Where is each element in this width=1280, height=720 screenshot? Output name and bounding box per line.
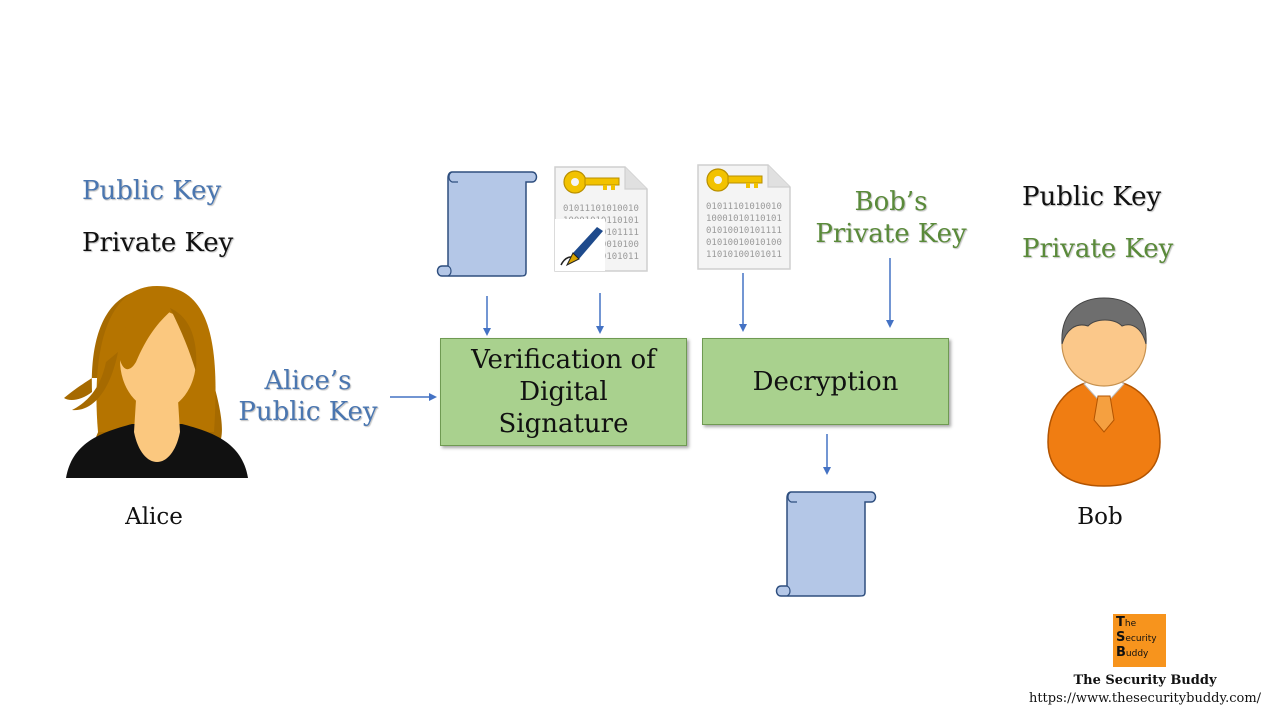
alices-public-key-line2: Public Key bbox=[238, 397, 378, 427]
alice-public-key-label: Public Key bbox=[82, 176, 222, 206]
decryption-label: Decryption bbox=[752, 366, 899, 397]
alice-private-key-label: Private Key bbox=[82, 228, 234, 258]
message-scroll-icon bbox=[436, 171, 538, 277]
bobs-private-key-line2: Private Key bbox=[815, 219, 967, 249]
decryption-box: Decryption bbox=[702, 338, 949, 425]
enc-binary-line-3: 01010010101111 bbox=[706, 226, 782, 236]
enc-binary-line-1: 01011101010010 bbox=[706, 202, 782, 212]
verification-line-2: Digital bbox=[519, 377, 608, 407]
brand-url[interactable]: https://www.thesecuritybuddy.com/ bbox=[1028, 691, 1262, 706]
brand-name: The Security Buddy bbox=[1073, 673, 1217, 688]
encrypted-document-icon: 01011101010010 10001010110101 0101001010… bbox=[697, 164, 791, 270]
bobs-private-key-label: Bob’s Private Key bbox=[808, 186, 974, 250]
alice-name: Alice bbox=[125, 504, 183, 530]
security-buddy-logo: The Security Buddy bbox=[1113, 614, 1166, 667]
logo-he: he bbox=[1124, 619, 1137, 629]
verification-line-1: Verification of bbox=[471, 345, 656, 375]
logo-b: B bbox=[1116, 645, 1126, 660]
bob-public-key-label: Public Key bbox=[1022, 182, 1162, 212]
signature-document-icon: 01011101010010 10001010110101 0101001010… bbox=[554, 166, 648, 272]
bob-private-key-label: Private Key bbox=[1022, 234, 1174, 264]
bob-name: Bob bbox=[1077, 504, 1123, 530]
bob-avatar-icon bbox=[1047, 297, 1161, 487]
alices-public-key-line1: Alice’s bbox=[264, 366, 352, 396]
enc-binary-line-4: 01010010010100 bbox=[706, 238, 782, 248]
verification-box: Verification of Digital Signature bbox=[440, 338, 687, 446]
bobs-private-key-line1: Bob’s bbox=[854, 187, 928, 217]
sig-binary-line-1: 01011101010010 bbox=[563, 204, 639, 214]
logo-ecurity: ecurity bbox=[1125, 634, 1157, 644]
verification-line-3: Signature bbox=[498, 409, 629, 439]
logo-s: S bbox=[1116, 630, 1126, 645]
logo-uddy: uddy bbox=[1125, 649, 1149, 659]
alices-public-key-label: Alice’s Public Key bbox=[230, 366, 386, 428]
enc-binary-line-5: 11010100101011 bbox=[706, 250, 782, 260]
logo-t: T bbox=[1116, 615, 1125, 630]
decrypted-message-scroll-icon bbox=[775, 491, 877, 597]
alice-avatar-icon bbox=[64, 286, 248, 478]
enc-binary-line-2: 10001010110101 bbox=[706, 214, 782, 224]
